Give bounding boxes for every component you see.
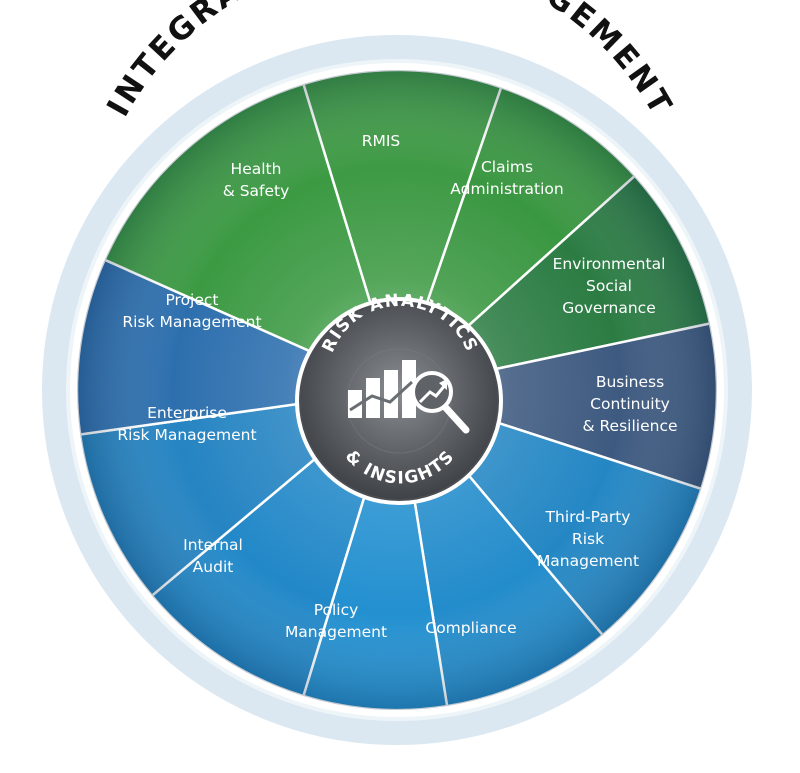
segment-label-health-safety: Health & Safety <box>223 160 290 200</box>
segment-label-line: Audit <box>193 558 234 576</box>
segment-label-line: Compliance <box>425 619 516 637</box>
segment-label-line: Management <box>285 623 387 641</box>
segment-label-line: Risk Management <box>117 426 256 444</box>
segment-label-line: Project <box>165 291 218 309</box>
segment-label-line: & Safety <box>223 182 290 200</box>
hub: RISK ANALYTICS & INSIGHTS <box>295 291 503 505</box>
segment-label-line: Management <box>537 552 639 570</box>
segment-label-line: Health <box>231 160 282 178</box>
chart-magnifier-icon <box>348 360 470 434</box>
segment-label-line: Risk Management <box>122 313 261 331</box>
segment-label-rmis: RMIS <box>362 132 401 150</box>
segment-label-line: Governance <box>562 299 656 317</box>
segment-label-line: Social <box>586 277 632 295</box>
segment-label-compliance: Compliance <box>425 619 516 637</box>
segment-label-line: Administration <box>450 180 563 198</box>
segment-label-line: Internal <box>183 536 243 554</box>
segment-label-line: Claims <box>481 158 533 176</box>
segment-label-line: & Resilience <box>582 417 677 435</box>
outer-ring <box>42 35 752 745</box>
segment-label-line: Policy <box>314 601 359 619</box>
segment-label-line: Third-Party <box>545 508 631 526</box>
outer-ring-inner-edge <box>66 59 728 721</box>
segment-label-line: Enterprise <box>147 404 227 422</box>
segment-label-line: Environmental <box>553 255 666 273</box>
segment-label-line: RMIS <box>362 132 401 150</box>
segment-label-line: Risk <box>572 530 604 548</box>
segment-label-line: Continuity <box>590 395 670 413</box>
segment-label-line: Business <box>596 373 664 391</box>
hub-circle <box>299 301 499 501</box>
